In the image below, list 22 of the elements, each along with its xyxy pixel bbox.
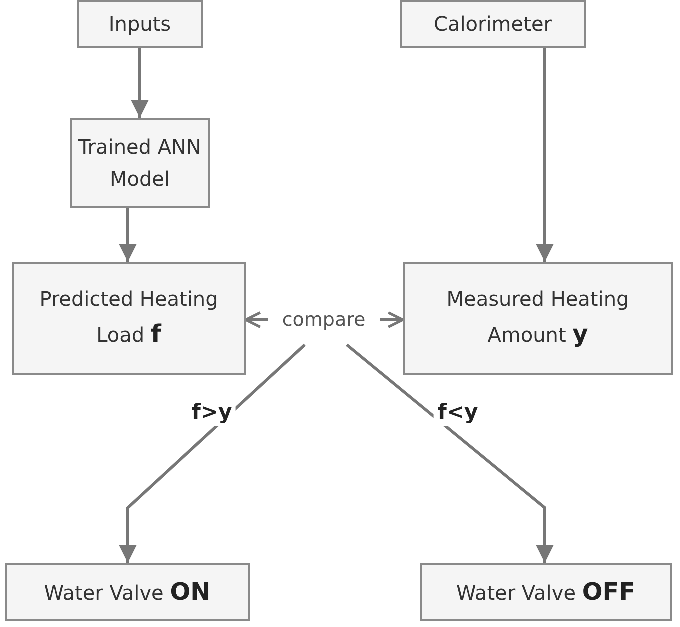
arrow bbox=[244, 311, 268, 329]
box-label: Calorimeter bbox=[434, 11, 552, 38]
compare-text: compare bbox=[282, 308, 366, 332]
arrow bbox=[380, 311, 404, 329]
box-label: Inputs bbox=[108, 11, 172, 38]
arrow bbox=[346, 344, 554, 563]
process-box bbox=[403, 262, 673, 375]
box-label: Trained ANN Model bbox=[78, 134, 202, 193]
process-box bbox=[420, 563, 672, 621]
arrow bbox=[131, 48, 149, 118]
box-label: Predicted Heating Load f bbox=[38, 286, 220, 350]
arrow bbox=[536, 48, 554, 262]
box-label: Water Valve OFF bbox=[456, 576, 636, 608]
box-label: Water Valve ON bbox=[44, 576, 211, 608]
arrow bbox=[119, 344, 306, 563]
process-box bbox=[77, 0, 203, 48]
process-box bbox=[70, 118, 210, 208]
arrow bbox=[119, 208, 137, 262]
process-box bbox=[400, 0, 586, 48]
process-box bbox=[5, 563, 250, 621]
process-box bbox=[12, 262, 246, 375]
box-label: Measured Heating Amount y bbox=[446, 286, 630, 350]
